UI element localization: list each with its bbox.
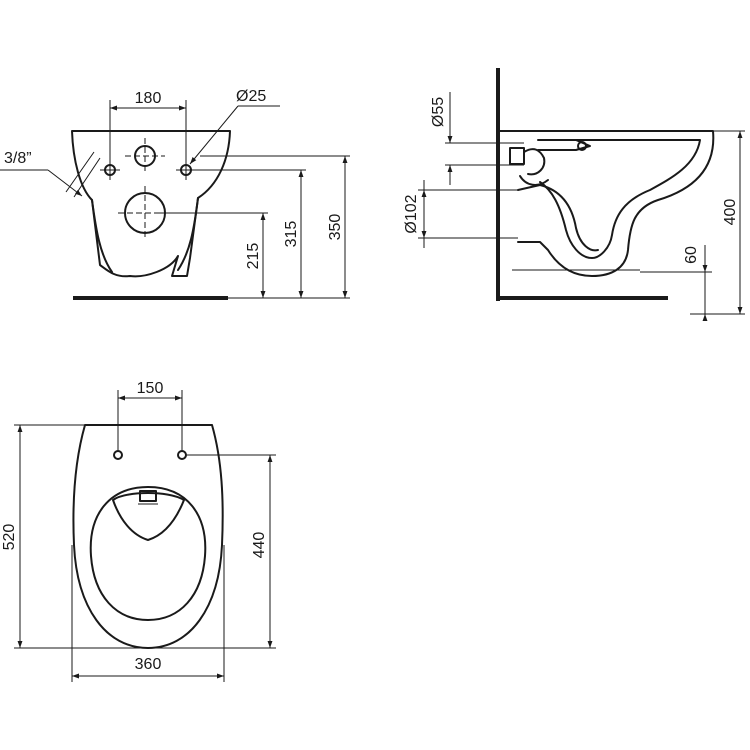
dim-440-label: 440 xyxy=(251,532,268,559)
dim-400-label: 400 xyxy=(722,199,739,226)
top-flush-nozzle xyxy=(138,490,158,505)
top-seat-hole-left xyxy=(113,450,123,460)
side-view: Ø55 Ø102 400 60 xyxy=(403,68,745,321)
dim-150-label: 150 xyxy=(137,380,164,397)
front-bowl-outline xyxy=(71,130,231,278)
top-seat-hole-right xyxy=(177,450,187,460)
dim-360-label: 360 xyxy=(135,656,162,673)
top-bowl-outline xyxy=(72,424,224,649)
front-view: 180 Ø25 3/8” 215 315 350 xyxy=(0,88,350,300)
side-trap-wall xyxy=(517,184,599,252)
dim-60-label: 60 xyxy=(683,246,700,264)
dim-dia55-label: Ø55 xyxy=(430,97,447,127)
top-bowl-inner xyxy=(89,486,207,621)
dim-thread-label: 3/8” xyxy=(4,150,32,167)
front-inlet-hole xyxy=(125,138,165,174)
dim-315-label: 315 xyxy=(283,221,300,248)
side-bowl-inner xyxy=(539,139,701,259)
side-bowl-outline xyxy=(499,130,715,277)
front-inner-curve-left xyxy=(91,199,113,273)
dim-dia102-label: Ø102 xyxy=(403,194,420,233)
dim-350-label: 350 xyxy=(327,214,344,241)
side-flush-fitting xyxy=(509,139,591,186)
dim-dia25-label: Ø25 xyxy=(236,88,266,105)
front-bolt-hole-left xyxy=(100,160,120,180)
front-inner-curve-right xyxy=(177,197,199,271)
dim-215-label: 215 xyxy=(245,243,262,270)
top-rinse-shelf xyxy=(112,492,185,541)
dim-520-label: 520 xyxy=(1,524,18,551)
front-bolt-hole-right xyxy=(176,160,196,180)
dim-180-label: 180 xyxy=(135,90,162,107)
top-view: 150 520 440 360 xyxy=(1,380,276,682)
